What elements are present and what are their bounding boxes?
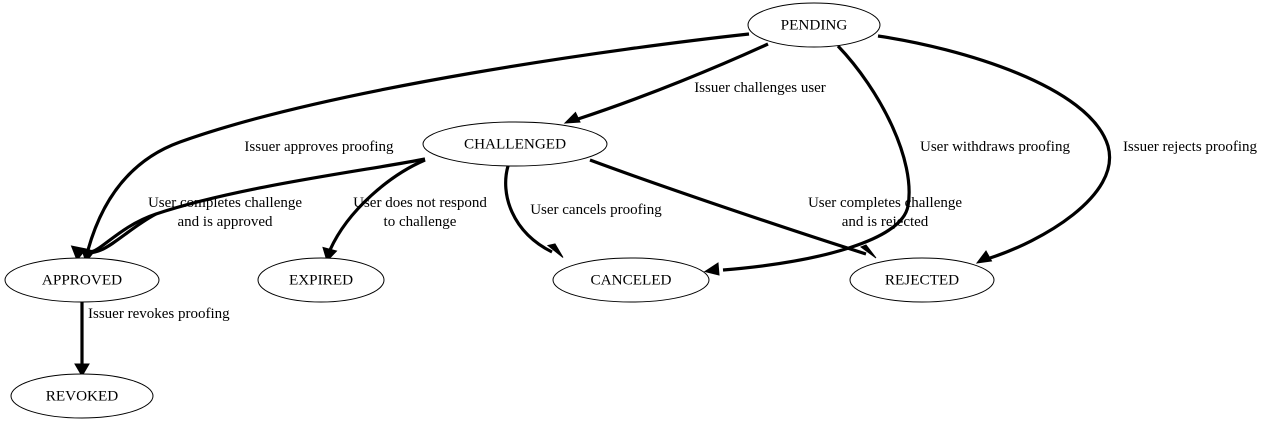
edge-label-user-withdraws-proofing: User withdraws proofing: [920, 139, 1070, 155]
edge-pending-to-approved[interactable]: Issuer approves proofing: [80, 32, 750, 264]
edge-label-user-cancels-proofing: User cancels proofing: [530, 202, 662, 218]
node-label-pending: PENDING: [781, 16, 848, 33]
edge-challenged-to-canceled[interactable]: User cancels proofing: [504, 165, 663, 258]
arrowhead-icon: [703, 262, 720, 276]
edge-label-issuer-approves-proofing: Issuer approves proofing: [244, 139, 394, 155]
edge-path: [577, 42, 769, 121]
node-pending[interactable]: PENDING: [747, 2, 881, 48]
edge-label-user-completes-challenge-approved-line1: User completes challenge: [148, 195, 302, 211]
node-canceled[interactable]: CANCELED: [552, 257, 710, 303]
edge-pending-to-challenged[interactable]: Issuer challenges user: [563, 42, 826, 124]
edge-challenged-to-expired[interactable]: User does not respond to challenge: [322, 158, 487, 262]
edge-label-user-completes-challenge-approved-line2: and is approved: [178, 214, 273, 230]
edge-path: [89, 157, 426, 254]
edge-label-user-does-not-respond-line2: to challenge: [384, 214, 457, 230]
edge-path: [589, 158, 867, 256]
node-label-expired: EXPIRED: [289, 271, 353, 288]
node-approved[interactable]: APPROVED: [4, 257, 160, 303]
edge-approved-to-revoked[interactable]: Issuer revokes proofing: [74, 302, 230, 377]
edge-label-user-does-not-respond-line1: User does not respond: [353, 195, 487, 211]
node-shape: [10, 373, 154, 419]
node-shape: [552, 257, 710, 303]
node-label-challenged: CHALLENGED: [464, 135, 566, 152]
arrowhead-icon: [859, 244, 877, 259]
node-rejected[interactable]: REJECTED: [849, 257, 995, 303]
arrowhead-icon: [563, 111, 581, 124]
node-shape: [4, 257, 160, 303]
edge-path: [722, 44, 911, 272]
node-expired[interactable]: EXPIRED: [257, 257, 385, 303]
node-label-canceled: CANCELED: [591, 271, 672, 288]
edge-pending-to-canceled[interactable]: User withdraws proofing: [703, 44, 1070, 276]
edge-path: [86, 32, 750, 251]
arrowhead-icon: [546, 243, 564, 258]
edge-path: [877, 34, 1112, 260]
node-label-revoked: REVOKED: [46, 387, 119, 404]
edge-path: [504, 165, 553, 254]
node-revoked[interactable]: REVOKED: [10, 373, 154, 419]
node-shape: [849, 257, 995, 303]
edge-challenged-to-rejected[interactable]: User completes challenge and is rejected: [589, 158, 962, 259]
arrowhead-icon: [74, 363, 90, 377]
edge-path-tail: [79, 212, 157, 255]
node-shape: [257, 257, 385, 303]
node-challenged[interactable]: CHALLENGED: [422, 121, 608, 167]
edge-label-issuer-revokes-proofing: Issuer revokes proofing: [88, 306, 230, 322]
arrowhead-icon: [975, 250, 993, 264]
edge-challenged-to-approved[interactable]: User completes challenge and is approved: [70, 157, 426, 261]
node-label-approved: APPROVED: [42, 271, 122, 288]
node-shape: [747, 2, 881, 48]
edge-label-user-completes-challenge-rejected-line2: and is rejected: [842, 214, 929, 230]
edge-pending-to-rejected[interactable]: Issuer rejects proofing: [877, 34, 1258, 264]
edge-label-issuer-rejects-proofing: Issuer rejects proofing: [1123, 139, 1258, 155]
edge-label-user-completes-challenge-rejected-line1: User completes challenge: [808, 195, 962, 211]
node-label-rejected: REJECTED: [885, 271, 959, 288]
edge-label-issuer-challenges-user: Issuer challenges user: [694, 80, 826, 96]
edge-path: [328, 158, 426, 251]
node-shape: [422, 121, 608, 167]
